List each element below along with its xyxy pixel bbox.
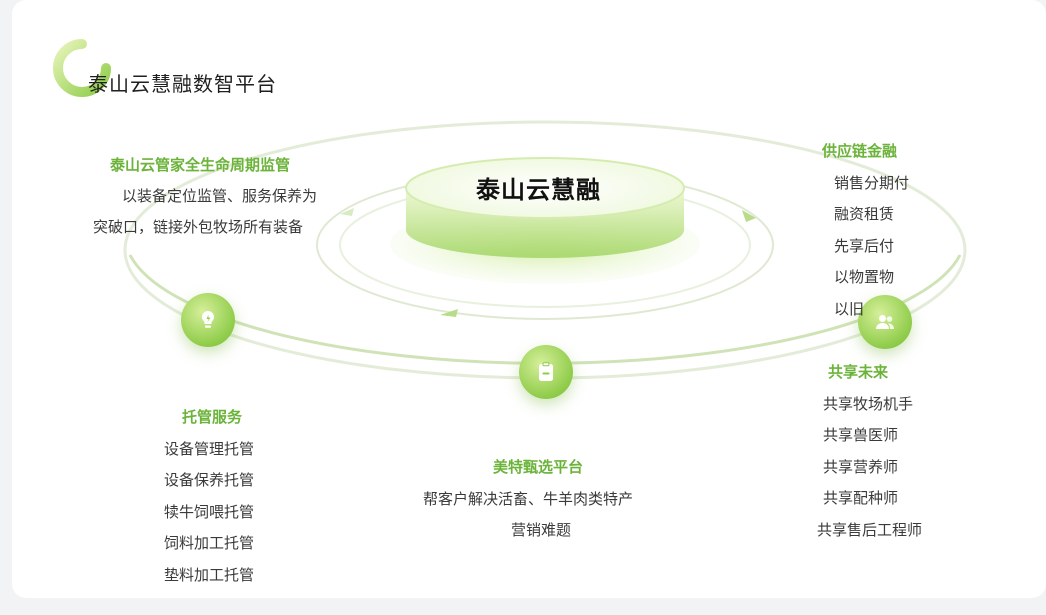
platform-heading: 美特甄选平台 <box>493 458 584 476</box>
hosting-line-2: 设备保养托管 <box>164 471 255 489</box>
lifecycle-line-1: 以装备定位监管、服务保养为 <box>122 187 318 205</box>
center-label: 泰山云慧融 <box>476 176 601 204</box>
hosting-line-5: 垫料加工托管 <box>164 566 255 584</box>
platform-line-2: 营销难题 <box>511 521 572 539</box>
sharing-heading: 共享未来 <box>828 363 889 381</box>
arrow-upper <box>340 208 354 216</box>
supply-chain-line-4: 以物置物 <box>834 268 895 286</box>
node-sharing[interactable] <box>858 295 912 349</box>
lifecycle-heading: 泰山云管家全生命周期监管 <box>110 156 291 174</box>
supply-chain-line-1: 销售分期付 <box>834 174 910 192</box>
sharing-line-3: 共享营养师 <box>823 458 899 476</box>
hosting-line-3: 犊牛饲喂托管 <box>164 503 255 521</box>
arrow-right <box>742 210 756 222</box>
supply-chain-line-3: 先享后付 <box>834 237 895 255</box>
lightbulb-icon <box>201 310 215 328</box>
logo-ring-icon <box>53 39 111 97</box>
platform-line-1: 帮客户解决活畜、牛羊肉类特产 <box>423 490 634 508</box>
users-icon <box>876 315 894 329</box>
cylinder-top <box>405 157 685 219</box>
hosting-line-4: 饲料加工托管 <box>164 534 255 552</box>
page-title: 泰山云慧融数智平台 <box>88 72 277 96</box>
sharing-line-1: 共享牧场机手 <box>823 395 914 413</box>
lifecycle-line-2: 突破口，链接外包牧场所有装备 <box>93 218 304 236</box>
hosting-heading: 托管服务 <box>182 408 243 426</box>
supply-chain-line-5: 以旧 <box>834 300 865 318</box>
supply-chain-line-2: 融资租赁 <box>834 205 895 223</box>
node-platform[interactable] <box>519 345 573 399</box>
sharing-line-5: 共享售后工程师 <box>817 521 923 539</box>
hosting-line-1: 设备管理托管 <box>164 440 255 458</box>
sharing-line-2: 共享兽医师 <box>823 426 899 444</box>
node-hosting[interactable] <box>181 293 235 347</box>
arrow-left <box>440 309 458 317</box>
supply-chain-heading: 供应链金融 <box>822 142 898 160</box>
sharing-line-4: 共享配种师 <box>823 489 899 507</box>
clipboard-icon <box>539 362 553 381</box>
